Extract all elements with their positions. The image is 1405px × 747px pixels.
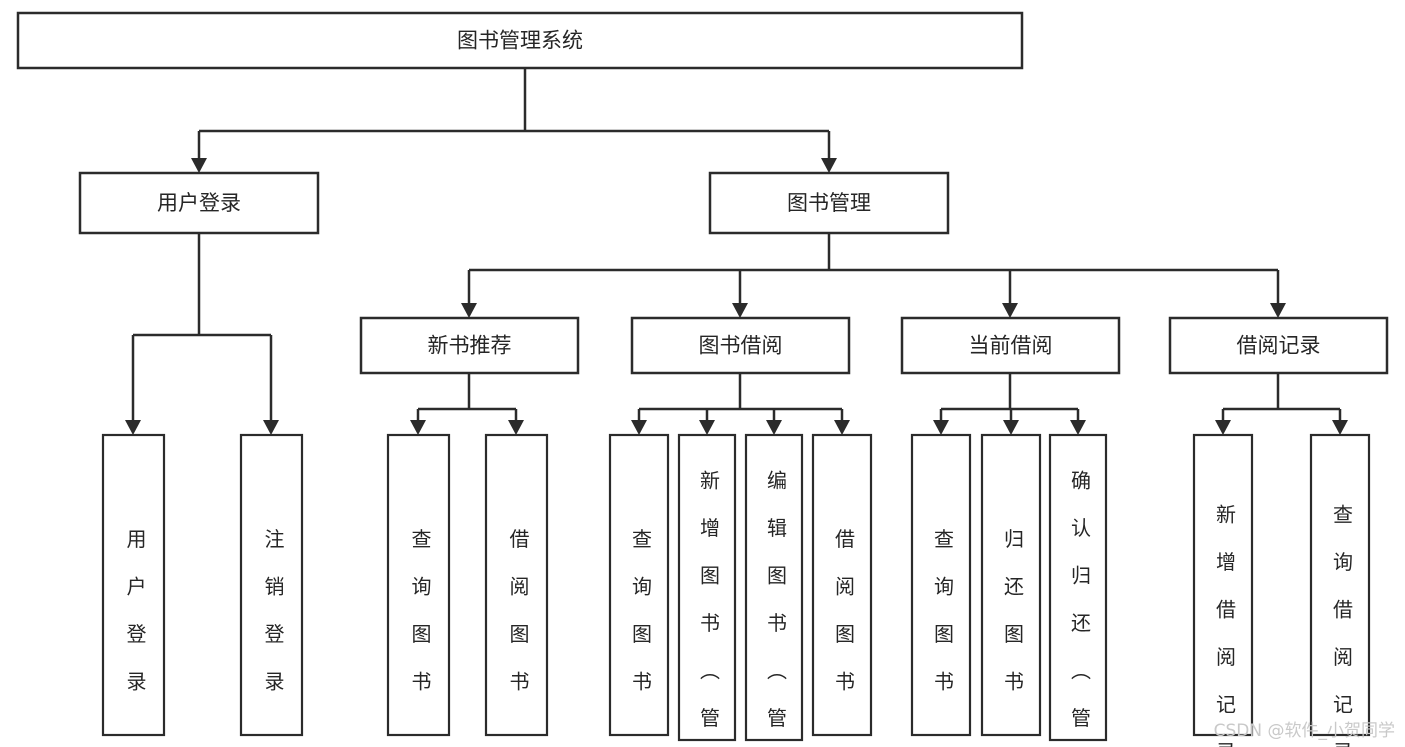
arrow-head-icon — [631, 420, 647, 435]
node-leaf-注销登录[interactable]: 注销登录 — [239, 433, 304, 737]
arrow-head-icon — [1070, 420, 1086, 435]
arrow-head-icon — [834, 420, 850, 435]
arrow-head-icon — [410, 420, 426, 435]
node-leaf-新增图书管理员-label: 新增图书（管理员） — [697, 469, 721, 747]
node-leaf-用户登录-box[interactable] — [101, 433, 166, 737]
node-level3-借阅记录-label: 借阅记录 — [1237, 334, 1321, 358]
node-leaf-借阅图书-label: 借阅图书 — [832, 528, 856, 694]
node-leaf-确认归还管理员-box[interactable] — [1048, 433, 1108, 742]
node-leaf-用户登录-label: 用户登录 — [123, 529, 147, 695]
node-leaf-借阅图书-box[interactable] — [484, 433, 549, 737]
node-leaf-新增借阅记录-box[interactable] — [1192, 433, 1254, 737]
node-leaf-查询借阅记录-label: 查询借阅记录 — [1330, 504, 1354, 747]
node-leaf-归还图书[interactable]: 归还图书 — [980, 433, 1042, 737]
node-leaf-确认归还管理员[interactable]: 确认归还（管理员） — [1048, 433, 1108, 747]
arrow-head-icon — [461, 303, 477, 318]
node-level3-当前借阅-box[interactable] — [900, 316, 1121, 375]
node-leaf-确认归还管理员-label: 确认归还（管理员） — [1068, 469, 1092, 747]
arrow-head-icon — [1270, 303, 1286, 318]
node-level3-新书推荐[interactable]: 新书推荐 — [359, 316, 580, 375]
arrow-head-icon — [1215, 420, 1231, 435]
arrow-head-icon — [766, 420, 782, 435]
node-level3-图书借阅-box[interactable] — [630, 316, 851, 375]
node-leaf-查询图书-box[interactable] — [386, 433, 451, 737]
arrow-head-icon — [699, 420, 715, 435]
arrow-head-icon — [821, 158, 837, 173]
node-level2-用户登录-label: 用户登录 — [157, 191, 241, 215]
node-leaf-查询借阅记录-box[interactable] — [1309, 433, 1371, 737]
node-level3-当前借阅-label: 当前借阅 — [969, 334, 1053, 358]
node-root-图书管理系统-label: 图书管理系统 — [457, 29, 583, 53]
node-root-图书管理系统-box[interactable] — [16, 11, 1024, 70]
node-leaf-查询图书-label: 查询图书 — [408, 528, 432, 694]
node-leaf-查询图书[interactable]: 查询图书 — [608, 433, 670, 737]
node-leaf-借阅图书-box[interactable] — [811, 433, 873, 737]
node-level2-用户登录-box[interactable] — [78, 171, 320, 235]
arrow-head-icon — [933, 420, 949, 435]
node-level3-图书借阅[interactable]: 图书借阅 — [630, 316, 851, 375]
node-leaf-编辑图书管理员-label: 编辑图书（管理员） — [764, 469, 788, 747]
node-root-图书管理系统[interactable]: 图书管理系统 — [16, 11, 1024, 70]
csdn-watermark: CSDN @软件_小贺同学 — [1213, 721, 1395, 741]
node-leaf-注销登录-box[interactable] — [239, 433, 304, 737]
node-level3-新书推荐-box[interactable] — [359, 316, 580, 375]
node-level3-借阅记录[interactable]: 借阅记录 — [1168, 316, 1389, 375]
node-leaf-归还图书-box[interactable] — [980, 433, 1042, 737]
node-level3-借阅记录-box[interactable] — [1168, 316, 1389, 375]
connector-edges — [125, 68, 1348, 435]
node-leaf-借阅图书[interactable]: 借阅图书 — [811, 433, 873, 737]
node-leaf-注销登录-label: 注销登录 — [261, 528, 285, 694]
node-leaf-用户登录[interactable]: 用户登录 — [101, 433, 166, 737]
node-level2-图书管理[interactable]: 图书管理 — [708, 171, 950, 235]
arrow-head-icon — [191, 158, 207, 173]
node-leaf-归还图书-label: 归还图书 — [1001, 528, 1025, 694]
arrow-head-icon — [732, 303, 748, 318]
node-leaf-编辑图书管理员-box[interactable] — [744, 433, 804, 742]
node-leaf-查询图书-label: 查询图书 — [629, 528, 653, 694]
node-leaf-新增借阅记录-label: 新增借阅记录 — [1213, 504, 1237, 747]
node-boxes: 图书管理系统用户登录图书管理新书推荐图书借阅当前借阅借阅记录用户登录注销登录查询… — [16, 11, 1389, 747]
node-level3-图书借阅-label: 图书借阅 — [699, 334, 783, 358]
node-leaf-查询图书[interactable]: 查询图书 — [386, 433, 451, 737]
node-leaf-借阅图书[interactable]: 借阅图书 — [484, 433, 549, 737]
node-leaf-编辑图书管理员[interactable]: 编辑图书（管理员） — [744, 433, 804, 747]
node-leaf-借阅图书-label: 借阅图书 — [506, 528, 530, 694]
arrow-head-icon — [125, 420, 141, 435]
node-leaf-新增借阅记录[interactable]: 新增借阅记录 — [1192, 433, 1254, 747]
node-leaf-新增图书管理员-box[interactable] — [677, 433, 737, 742]
node-leaf-新增图书管理员[interactable]: 新增图书（管理员） — [677, 433, 737, 747]
arrow-head-icon — [1002, 303, 1018, 318]
node-leaf-查询图书-box[interactable] — [910, 433, 972, 737]
node-leaf-查询图书-box[interactable] — [608, 433, 670, 737]
node-level3-新书推荐-label: 新书推荐 — [428, 334, 512, 358]
node-leaf-查询图书[interactable]: 查询图书 — [910, 433, 972, 737]
arrow-head-icon — [508, 420, 524, 435]
node-leaf-查询借阅记录[interactable]: 查询借阅记录 — [1309, 433, 1371, 747]
arrow-head-icon — [263, 420, 279, 435]
node-level2-图书管理-box[interactable] — [708, 171, 950, 235]
node-leaf-查询图书-label: 查询图书 — [931, 528, 955, 694]
node-level2-用户登录[interactable]: 用户登录 — [78, 171, 320, 235]
arrow-head-icon — [1332, 420, 1348, 435]
arrow-head-icon — [1003, 420, 1019, 435]
node-level3-当前借阅[interactable]: 当前借阅 — [900, 316, 1121, 375]
node-level2-图书管理-label: 图书管理 — [787, 191, 871, 215]
